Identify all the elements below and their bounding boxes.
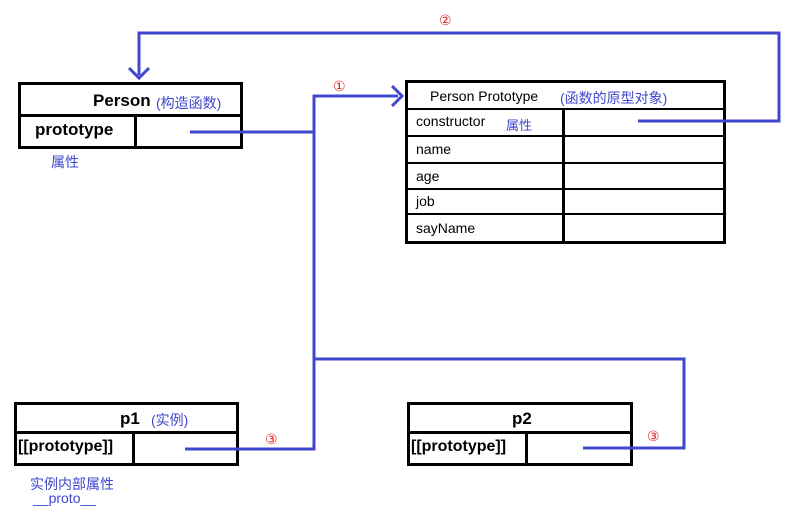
p1-name: p1 — [120, 409, 140, 428]
prototype-row-label: constructor — [416, 113, 486, 129]
marker-3-p1: ③ — [265, 431, 278, 447]
prototype-row-job: job — [408, 190, 723, 215]
prototype-row-sayname: sayName — [408, 215, 723, 241]
p2-proto-label: [[prototype]] — [411, 438, 507, 455]
person-attr-label: 属性 — [51, 154, 79, 170]
p2-header: p2 — [410, 405, 630, 434]
person-box: Person (构造函数) prototype — [18, 82, 243, 149]
connector-p1-proto — [185, 132, 316, 451]
prototype-row-constructor: constructor 属性 — [408, 110, 723, 137]
arrowhead-2 — [127, 66, 151, 81]
prototype-row-label: sayName — [416, 220, 476, 236]
p1-caption-internal: 实例内部属性 — [30, 476, 114, 492]
prototype-note: (函数的原型对象) — [560, 90, 668, 106]
prototype-header: Person Prototype (函数的原型对象) — [408, 83, 723, 110]
p1-caption-proto: __proto__ — [33, 490, 97, 506]
person-note: (构造函数) — [156, 95, 222, 111]
marker-1: ① — [333, 78, 346, 94]
constructor-attr-label: 属性 — [506, 118, 533, 133]
prototype-row-label: name — [416, 141, 452, 157]
prototype-row-label: job — [416, 193, 435, 209]
p1-proto-label-cell: [[prototype]] — [17, 434, 135, 463]
person-prototype-label: prototype — [35, 120, 114, 139]
p1-proto-label: [[prototype]] — [18, 438, 114, 455]
connector-p2-proto — [314, 357, 686, 450]
connector-constructor-to-person — [137, 31, 781, 123]
marker-3-p2: ③ — [647, 428, 660, 444]
prototype-row-age: age — [408, 164, 723, 190]
person-name: Person — [93, 91, 151, 110]
person-header: Person (构造函数) — [21, 85, 240, 117]
connector-prototype-to-proto — [190, 94, 398, 134]
p2-proto-label-cell: [[prototype]] — [410, 434, 528, 463]
p1-box: p1 (实例) [[prototype]] — [14, 402, 239, 466]
p1-header: p1 (实例) — [17, 405, 236, 434]
prototype-box: Person Prototype (函数的原型对象) constructor 属… — [405, 80, 726, 244]
marker-2: ② — [439, 12, 452, 28]
prototype-row-name: name — [408, 137, 723, 164]
p1-note: (实例) — [151, 412, 189, 428]
prototype-title: Person Prototype — [430, 88, 539, 104]
person-prototype-label-cell: prototype — [21, 117, 137, 146]
p2-name: p2 — [512, 409, 532, 428]
prototype-divider — [562, 110, 565, 241]
arrowhead-1 — [390, 84, 405, 108]
prototype-row-label: age — [416, 168, 440, 184]
p2-box: p2 [[prototype]] — [407, 402, 633, 466]
